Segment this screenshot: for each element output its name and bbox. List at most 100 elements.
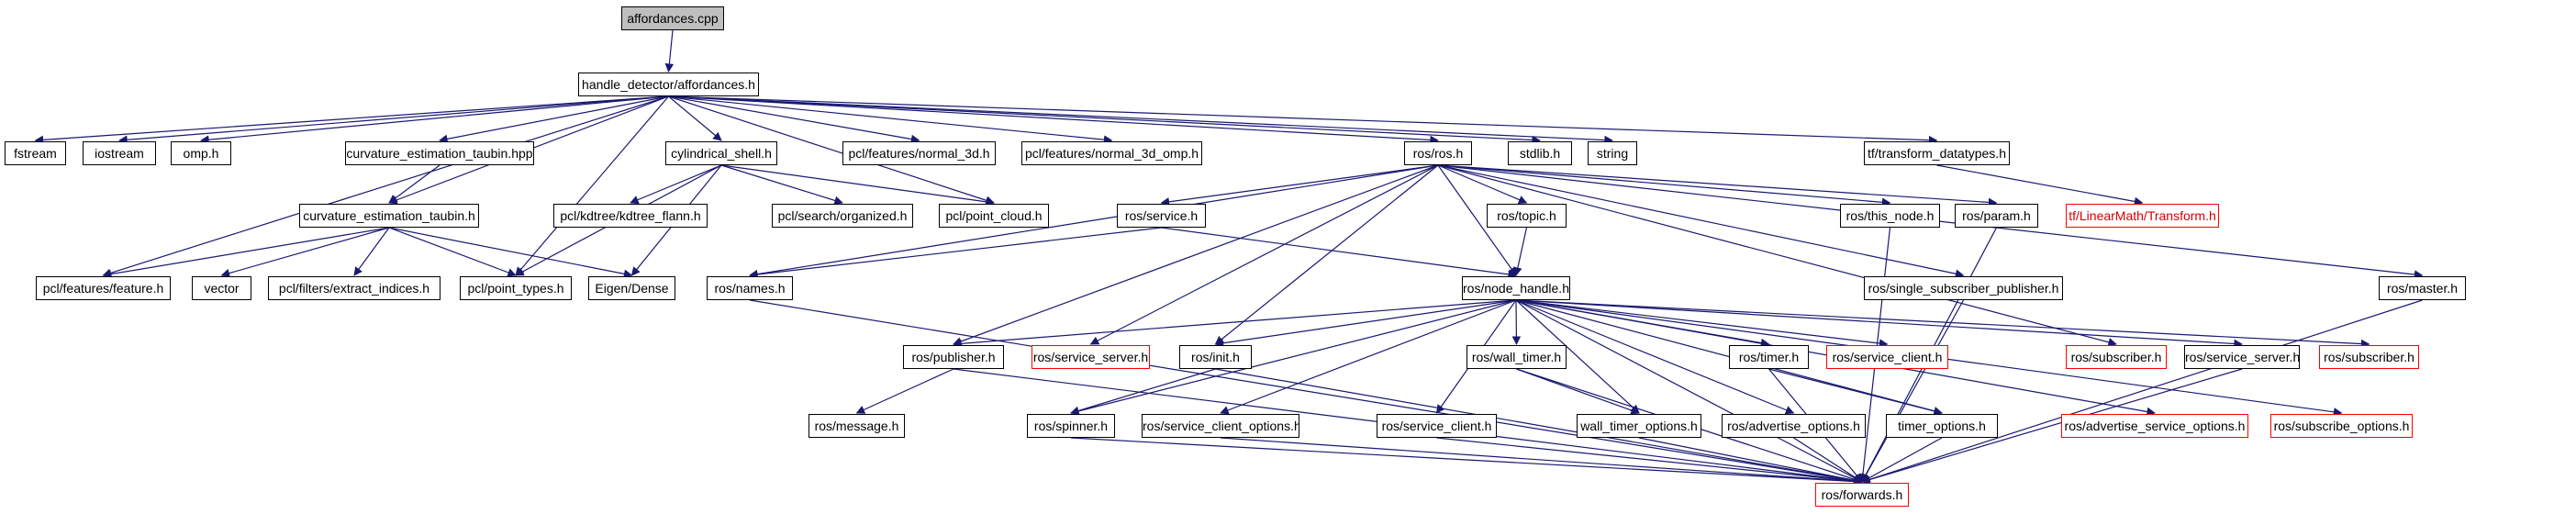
include-edge-init-to-spinner — [1070, 368, 1216, 416]
graph-node-adv_srv_options[interactable]: ros/advertise_service_options.h — [2061, 414, 2248, 438]
include-edge-ros_ros-to-service_server_red — [1089, 164, 1439, 345]
graph-node-subscriber_red2[interactable]: ros/subscriber.h — [2319, 345, 2419, 369]
graph-node-sc_options[interactable]: ros/service_client_options.h — [1142, 414, 1299, 438]
graph-node-extract_indices[interactable]: pcl/filters/extract_indices.h — [268, 276, 440, 300]
graph-node-organized[interactable]: pcl/search/organized.h — [772, 204, 913, 228]
graph-node-affordances_h[interactable]: handle_detector/affordances.h — [578, 73, 759, 96]
graph-node-message[interactable]: ros/message.h — [808, 414, 905, 438]
graph-node-timer[interactable]: ros/timer.h — [1729, 345, 1809, 369]
include-edge-taubin_h-to-extract_indices — [353, 227, 390, 276]
include-edge-affordances_cpp-to-affordances_h — [664, 29, 675, 73]
graph-node-wt_options[interactable]: wall_timer_options.h — [1577, 414, 1701, 438]
graph-node-point_cloud[interactable]: pcl/point_cloud.h — [939, 204, 1049, 228]
include-edge-master-to-forwards — [1861, 299, 2423, 484]
include-edge-tf_transform_datatypes-to-tf_transform — [1936, 164, 2144, 207]
include-edge-publisher-to-message — [855, 368, 954, 414]
graph-node-cylindrical_shell[interactable]: cylindrical_shell.h — [665, 141, 777, 165]
include-edge-ros_service-to-names — [749, 227, 1162, 279]
include-edge-ros_ros-to-param — [1437, 164, 1998, 207]
include-edge-cylindrical_shell-to-point_cloud — [720, 164, 995, 207]
graph-node-subscriber_red1[interactable]: ros/subscriber.h — [2066, 345, 2167, 369]
graph-node-spinner[interactable]: ros/spinner.h — [1027, 414, 1115, 438]
include-edge-affordances_h-to-normal_3d — [668, 95, 920, 144]
include-edge-node_handle-to-publisher — [953, 299, 1517, 349]
graph-node-tf_transform[interactable]: tf/LinearMath/Transform.h — [2066, 204, 2219, 228]
include-edge-taubin_h-to-point_types — [388, 227, 517, 277]
include-edge-timer-to-timer_options — [1768, 368, 1943, 416]
graph-node-string[interactable]: string — [1588, 141, 1637, 165]
include-edge-affordances_h-to-normal_3d_omp — [668, 95, 1113, 144]
include-edge-ros_ros-to-publisher — [953, 164, 1439, 346]
include-edge-taubin_h-to-eigen_dense — [388, 227, 633, 279]
graph-node-affordances_cpp[interactable]: affordances.cpp — [621, 6, 724, 30]
include-edge-wall_timer-to-wt_options — [1516, 368, 1640, 415]
include-edge-affordances_h-to-taubin_hpp — [439, 95, 669, 144]
include-edge-spinner-to-forwards — [1070, 437, 1863, 486]
graph-node-service_client_blk[interactable]: ros/service_client.h — [1377, 414, 1497, 438]
include-edge-wt_options-to-forwards — [1638, 437, 1863, 486]
include-edge-taubin_h-to-feature — [102, 227, 390, 279]
graph-node-timer_options[interactable]: timer_options.h — [1886, 414, 1998, 438]
include-edge-node_handle-to-init — [1214, 299, 1517, 348]
include-edge-ros_service-to-node_handle — [1161, 227, 1517, 279]
include-edge-node_handle-to-spinner — [1070, 299, 1517, 416]
include-edge-node_handle-to-subscriber_red2 — [1515, 299, 2370, 349]
include-edge-node_handle-to-service_server_blk — [1515, 299, 2243, 349]
graph-node-ros_ros[interactable]: ros/ros.h — [1404, 141, 1472, 165]
include-edge-ros_topic-to-node_handle — [1513, 227, 1528, 276]
graph-node-names[interactable]: ros/names.h — [707, 276, 793, 300]
include-edge-node_handle-to-sc_options — [1220, 299, 1517, 415]
graph-node-wall_timer[interactable]: ros/wall_timer.h — [1466, 345, 1567, 369]
include-edge-node_handle-to-wt_options — [1515, 299, 1640, 414]
graph-node-ros_topic[interactable]: ros/topic.h — [1487, 204, 1567, 228]
graph-node-vector[interactable]: vector — [192, 276, 251, 300]
graph-node-publisher[interactable]: ros/publisher.h — [903, 345, 1004, 369]
include-edge-sc_options-to-forwards — [1220, 437, 1863, 486]
include-edge-service_client_blk-to-forwards — [1436, 437, 1863, 486]
graph-node-eigen_dense[interactable]: Eigen/Dense — [588, 276, 675, 300]
include-edge-init-to-forwards — [1215, 368, 1863, 486]
graph-node-normal_3d_omp[interactable]: pcl/features/normal_3d_omp.h — [1021, 141, 1202, 165]
graph-node-param[interactable]: ros/param.h — [1955, 204, 2038, 228]
graph-node-stdlib_h[interactable]: stdlib.h — [1508, 141, 1572, 165]
include-edge-affordances_h-to-cylindrical_shell — [668, 95, 722, 141]
include-edge-ros_ros-to-ros_topic — [1437, 164, 1528, 205]
include-edge-cylindrical_shell-to-organized — [720, 164, 843, 206]
include-edge-affordances_h-to-feature — [102, 95, 669, 277]
graph-node-ros_service[interactable]: ros/service.h — [1117, 204, 1206, 228]
graph-node-tf_transform_datatypes[interactable]: tf/transform_datatypes.h — [1864, 141, 2010, 165]
include-edge-affordances_h-to-omp_h — [200, 95, 669, 144]
graph-node-master[interactable]: ros/master.h — [2379, 276, 2466, 300]
graph-node-adv_options[interactable]: ros/advertise_options.h — [1722, 414, 1866, 438]
graph-node-normal_3d[interactable]: pcl/features/normal_3d.h — [842, 141, 996, 165]
include-edge-affordances_h-to-point_types — [515, 95, 669, 276]
graph-node-forwards[interactable]: ros/forwards.h — [1815, 483, 1909, 507]
graph-node-ssp[interactable]: ros/single_subscriber_publisher.h — [1864, 276, 2063, 300]
graph-node-omp_h[interactable]: omp.h — [171, 141, 231, 165]
include-edge-node_handle-to-adv_options — [1515, 299, 1795, 415]
graph-node-node_handle[interactable]: ros/node_handle.h — [1462, 276, 1570, 300]
graph-node-service_server_blk[interactable]: ros/service_server.h — [2184, 345, 2300, 369]
graph-node-init[interactable]: ros/init.h — [1179, 345, 1252, 369]
include-edge-affordances_h-to-tf_transform_datatypes — [668, 95, 1938, 145]
graph-node-service_client_red[interactable]: ros/service_client.h — [1826, 345, 1948, 369]
include-edge-adv_options-to-forwards — [1793, 437, 1863, 483]
graph-node-service_server_red[interactable]: ros/service_server.h — [1032, 345, 1150, 369]
graph-node-taubin_hpp[interactable]: curvature_estimation_taubin.hpp — [345, 141, 534, 165]
graph-node-point_types[interactable]: pcl/point_types.h — [460, 276, 572, 300]
graph-node-fstream[interactable]: fstream — [5, 141, 66, 165]
graph-node-feature[interactable]: pcl/features/feature.h — [36, 276, 171, 300]
include-edge-taubin_hpp-to-taubin_h — [388, 164, 440, 204]
include-edge-ros_ros-to-names — [749, 164, 1439, 279]
include-edge-taubin_h-to-vector — [220, 227, 390, 278]
include-edge-timer_options-to-forwards — [1861, 437, 1943, 483]
graph-node-taubin_h[interactable]: curvature_estimation_taubin.h — [299, 204, 479, 228]
graph-node-iostream[interactable]: iostream — [83, 141, 156, 165]
graph-node-kdtree_flann[interactable]: pcl/kdtree/kdtree_flann.h — [553, 204, 708, 228]
include-edge-node_handle-to-wall_timer — [1511, 299, 1522, 345]
include-edge-node_handle-to-forwards — [1515, 299, 1863, 483]
graph-node-sub_options[interactable]: ros/subscribe_options.h — [2270, 414, 2413, 438]
include-edge-affordances_h-to-fstream — [34, 95, 669, 145]
include-edge-ros_ros-to-init — [1214, 164, 1439, 345]
graph-node-this_node[interactable]: ros/this_node.h — [1840, 204, 1940, 228]
